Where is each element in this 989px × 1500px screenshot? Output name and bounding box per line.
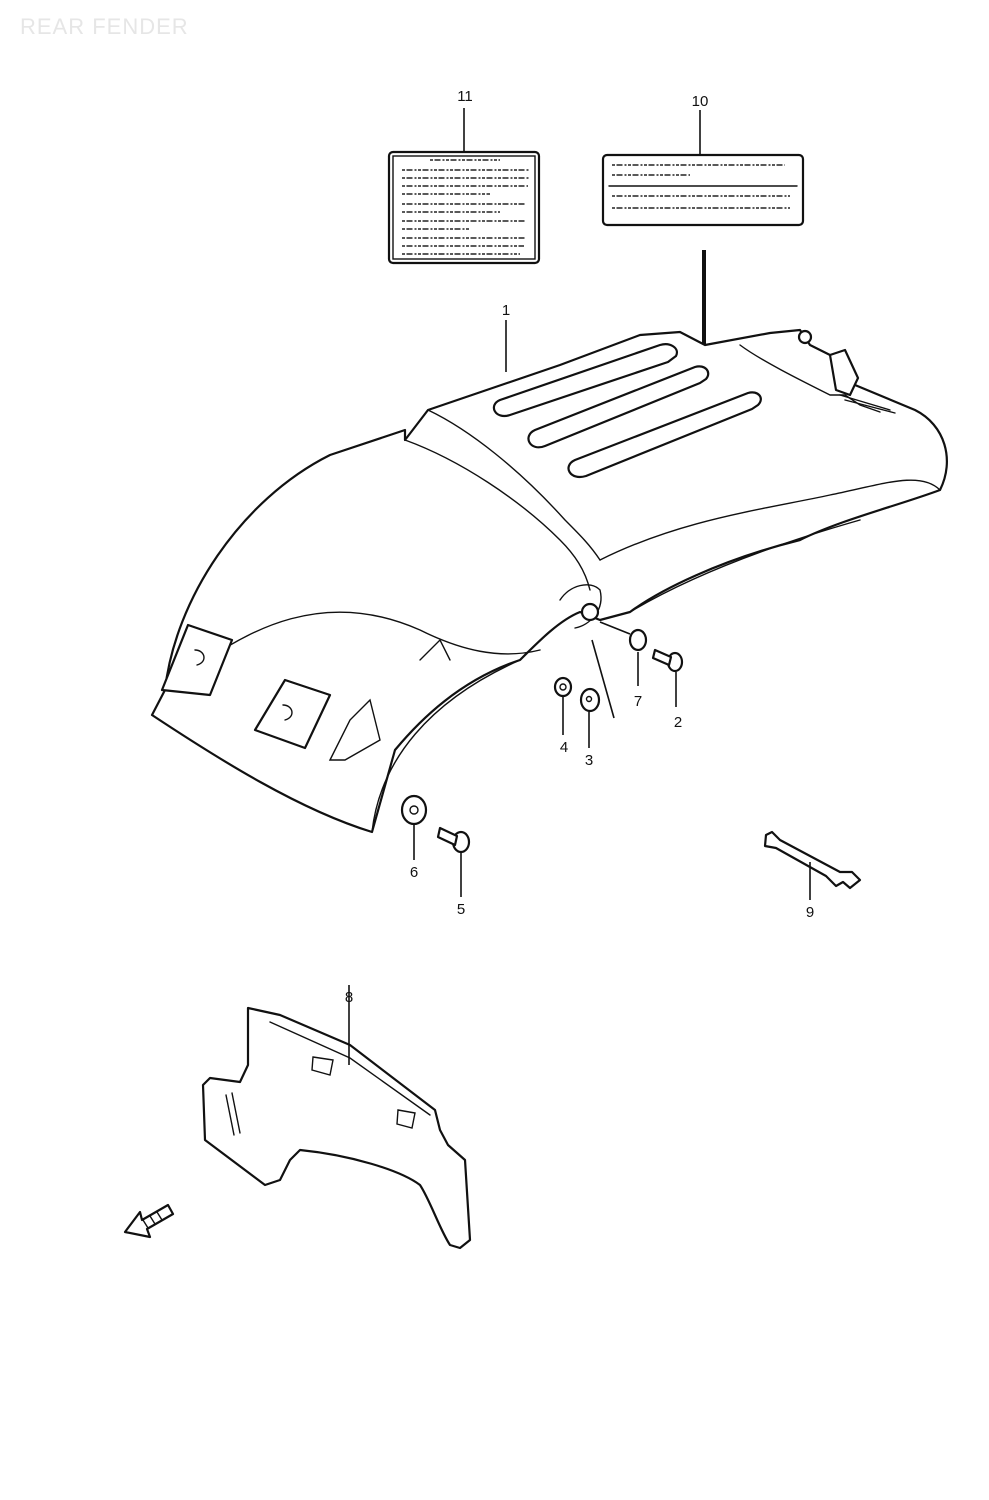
plate-part-8 bbox=[201, 1006, 472, 1250]
callout-9: 9 bbox=[806, 904, 814, 921]
wrench-part-9 bbox=[763, 830, 862, 890]
callout-2: 2 bbox=[674, 714, 682, 731]
label-part-11 bbox=[387, 150, 541, 265]
callout-5: 5 bbox=[457, 901, 465, 918]
page-title: REAR FENDER bbox=[20, 14, 189, 39]
callout-10: 10 bbox=[692, 93, 709, 110]
callout-11: 11 bbox=[457, 88, 473, 105]
washer-part-3 bbox=[579, 687, 601, 713]
nut-part-4 bbox=[553, 676, 573, 698]
bolt-part-2 bbox=[651, 648, 684, 673]
callout-8: 8 bbox=[345, 989, 353, 1006]
callout-4: 4 bbox=[560, 739, 568, 756]
rear-fender-part-1 bbox=[150, 328, 948, 834]
label-part-10 bbox=[601, 153, 805, 227]
front-direction-arrow-icon bbox=[123, 1203, 175, 1239]
callout-7: 7 bbox=[634, 693, 642, 710]
callout-6: 6 bbox=[410, 864, 418, 881]
screw-part-5 bbox=[436, 826, 471, 854]
grommet-part-6 bbox=[400, 794, 428, 826]
collar-part-7 bbox=[628, 628, 648, 652]
callout-3: 3 bbox=[585, 752, 593, 769]
callout-1: 1 bbox=[502, 302, 510, 319]
